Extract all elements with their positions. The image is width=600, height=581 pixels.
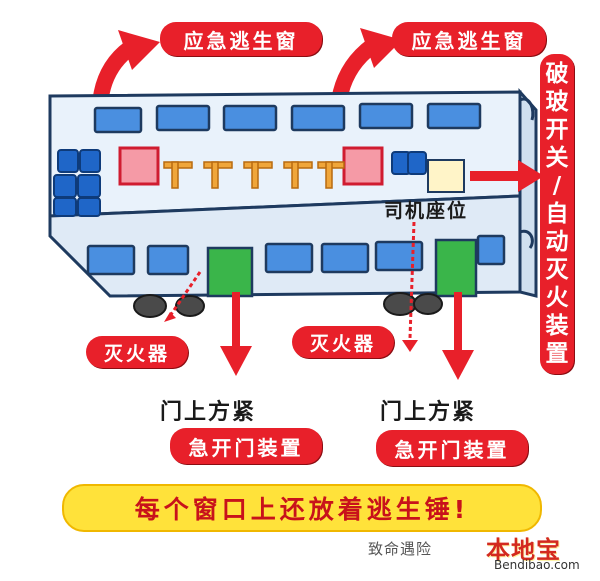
door-arrowhead-left	[220, 346, 252, 376]
escape-hatch-right	[342, 146, 384, 186]
door-arrowhead-right	[442, 350, 474, 380]
label-escape-window-left: 应急逃生窗	[160, 22, 322, 56]
escape-hatch-left	[118, 146, 160, 186]
mirror-bottom	[519, 229, 534, 249]
label-extinguisher-center: 灭火器	[292, 326, 394, 358]
handrail-posts	[163, 161, 345, 189]
front-seats	[391, 151, 427, 175]
mirror-top	[519, 97, 535, 121]
side-windows	[86, 234, 506, 276]
banner-escape-hammer: 每个窗口上还放着逃生锤!	[62, 484, 542, 532]
escape-arrowhead-right	[360, 28, 402, 68]
watermark-account: 致命遇险	[368, 540, 433, 558]
escape-arrowhead-left	[118, 30, 160, 70]
label-door-left-line1: 门上方紧	[160, 400, 257, 425]
watermark-brand: 本地宝	[486, 536, 561, 564]
door-left	[206, 246, 254, 298]
roof-windows	[93, 102, 482, 134]
ext-arrow-center	[408, 221, 416, 339]
label-door-left-line2: 急开门装置	[170, 428, 322, 464]
rear-seats	[53, 149, 101, 217]
label-switch-vertical: 破 玻 开 关 / 自 动 灭 火 装 置	[540, 54, 574, 374]
label-driver-seat: 司机座位	[384, 200, 469, 222]
bus-front	[518, 88, 538, 298]
driver-arrowhead	[518, 160, 544, 192]
door-right	[434, 238, 478, 298]
label-door-right-line2: 急开门装置	[376, 430, 528, 466]
driver-seat-box	[427, 159, 465, 193]
label-extinguisher-left: 灭火器	[86, 336, 188, 368]
wheels	[133, 292, 443, 318]
ext-arrow-left	[168, 271, 202, 317]
label-door-right-line1: 门上方紧	[380, 400, 477, 425]
watermark-site: Bendibao.com	[494, 558, 580, 572]
label-escape-window-right: 应急逃生窗	[392, 22, 546, 56]
